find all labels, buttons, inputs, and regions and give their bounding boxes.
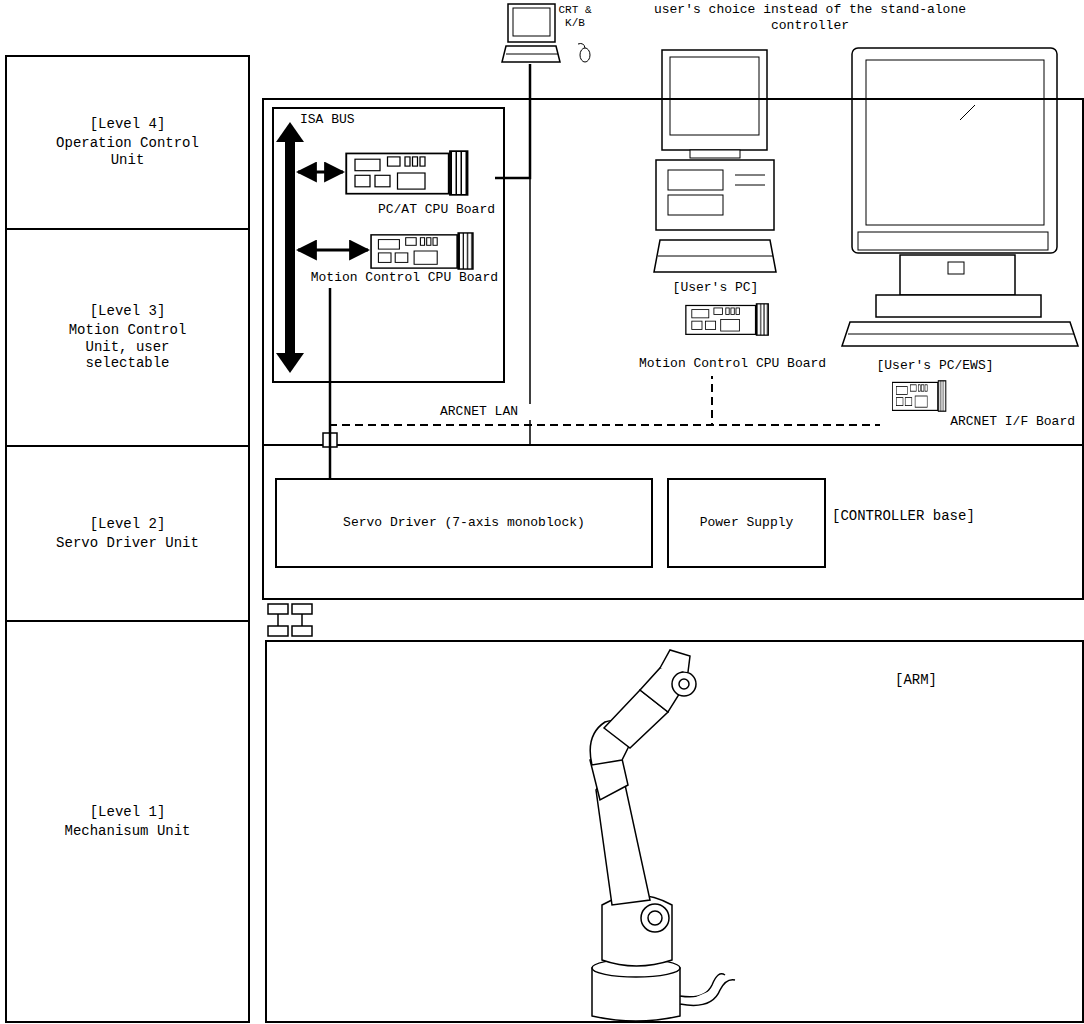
node-text: Servo Driver Unit bbox=[48, 535, 208, 552]
node-title: [User's PC/EWS] bbox=[845, 358, 1025, 374]
node-title: [ARM] bbox=[895, 672, 995, 689]
node-title: [User's PC] bbox=[648, 280, 783, 296]
level-box: [Level 1] Mechanisum Unit bbox=[5, 620, 250, 1023]
lan-line bbox=[330, 376, 712, 478]
node-title: PC/AT CPU Board bbox=[345, 202, 495, 218]
controller-base: [CONTROLLER base] ISA BUS PC/AT CPU BoardM… bbox=[262, 98, 1084, 600]
servo-driver-box: Servo Driver (7-axis monoblock) bbox=[275, 478, 653, 568]
level-box: [Level 2] Servo Driver Unit bbox=[5, 445, 250, 622]
cpu-board: Motion Control CPU Board bbox=[620, 302, 845, 376]
arcnet-board: ARCNET I/F Board bbox=[880, 378, 1078, 434]
node-text: Mechanisum Unit bbox=[48, 823, 208, 840]
text-stack: Power Supply bbox=[669, 480, 824, 566]
node-title: [Level 1] bbox=[48, 804, 208, 821]
lan-line bbox=[330, 425, 880, 478]
level-box: [Level 4] Operation Control Unit bbox=[5, 55, 250, 230]
note-label: ARCNET LAN bbox=[440, 404, 560, 420]
user-pc: [User's PC] bbox=[648, 48, 783, 300]
node-text: Operation Control Unit bbox=[53, 135, 203, 169]
node-title: Motion Control CPU Board bbox=[298, 270, 498, 286]
node-title: Motion Control CPU Board bbox=[620, 356, 845, 372]
text-stack: [Level 4] Operation Control Unit bbox=[7, 57, 248, 228]
node-title: ISA BUS bbox=[300, 112, 380, 128]
wire bbox=[495, 64, 530, 178]
text-stack: [Level 2] Servo Driver Unit bbox=[7, 447, 248, 620]
power-supply-box: Power Supply bbox=[667, 478, 826, 568]
text-stack: [Level 3] Motion Control Unit, user selec… bbox=[7, 230, 248, 445]
text-stack: [Level 1] Mechanisum Unit bbox=[7, 622, 248, 1021]
isa-bus-box: ISA BUS PC/AT CPU BoardMotion Control CPU… bbox=[272, 107, 505, 383]
level-box: [Level 3] Motion Control Unit, user selec… bbox=[5, 228, 250, 447]
node-title: ARCNET I/F Board bbox=[880, 414, 1075, 430]
node-title: [Level 3] bbox=[53, 303, 203, 320]
node-text: Motion Control Unit, user selectable bbox=[53, 322, 203, 372]
cpu-board: Motion Control CPU Board bbox=[298, 232, 498, 288]
user-workstation: [User's PC/EWS] bbox=[840, 45, 1078, 380]
node-title: [Level 4] bbox=[53, 116, 203, 133]
cpu-board: PC/AT CPU Board bbox=[335, 148, 495, 222]
arm-box: [ARM] bbox=[265, 640, 1084, 1023]
node-title: [CONTROLLER base] bbox=[832, 508, 1072, 525]
node-title: Power Supply bbox=[677, 515, 817, 531]
text-stack: Servo Driver (7-axis monoblock) bbox=[277, 480, 651, 566]
node-title: Servo Driver (7-axis monoblock) bbox=[314, 515, 614, 531]
node-title: CRT & K/B bbox=[558, 4, 592, 30]
note-label: user's choice instead of the stand-alone… bbox=[640, 2, 980, 33]
node-title: [Level 2] bbox=[48, 516, 208, 533]
crt-terminal: CRT & K/B bbox=[500, 2, 595, 64]
